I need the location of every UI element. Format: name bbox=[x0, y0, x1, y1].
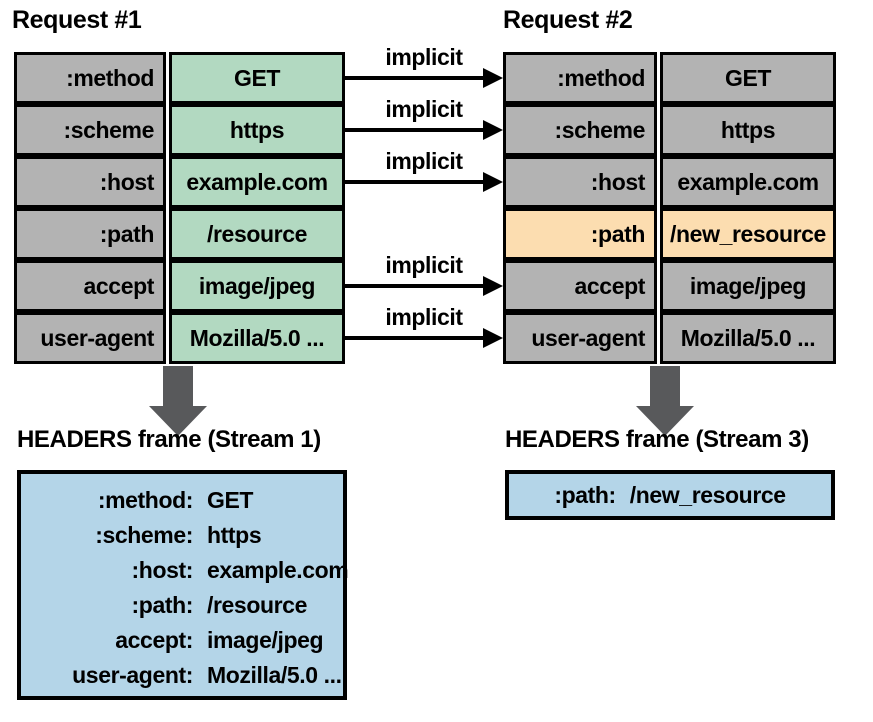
implicit-arrow-label: implicit bbox=[385, 148, 463, 174]
frame-entry-key: :method: bbox=[97, 487, 194, 513]
header-key-cell: :method bbox=[503, 52, 657, 104]
implicit-arrow-label: implicit bbox=[385, 252, 463, 278]
header-value-cell: /resource bbox=[169, 208, 345, 260]
arrow-head-icon bbox=[483, 328, 503, 348]
down-arrow-head-icon bbox=[149, 406, 207, 436]
arrow-line bbox=[345, 180, 485, 184]
frame-entry: :host: example.com bbox=[21, 553, 349, 588]
arrow-head-icon bbox=[483, 172, 503, 192]
implicit-arrow-icon bbox=[345, 328, 503, 348]
frame-entry-value: https bbox=[207, 522, 262, 548]
frame-entry-value: example.com bbox=[207, 557, 349, 583]
header-value-cell: GET bbox=[169, 52, 345, 104]
request1-title: Request #1 bbox=[12, 6, 142, 34]
header-value-cell: /new_resource bbox=[660, 208, 836, 260]
header-key-cell: :scheme bbox=[503, 104, 657, 156]
header-row: :path/new_resource bbox=[503, 208, 836, 260]
frame-entry: :path: /resource bbox=[21, 588, 343, 623]
frame-entry-key: :host: bbox=[131, 557, 194, 583]
implicit-arrow-icon bbox=[345, 120, 503, 140]
arrow-line bbox=[345, 284, 485, 288]
frame-entry: user-agent: Mozilla/5.0 ... bbox=[21, 658, 343, 693]
implicit-arrow-label: implicit bbox=[385, 96, 463, 122]
arrow-head-icon bbox=[483, 120, 503, 140]
header-key-cell: accept bbox=[503, 260, 657, 312]
frame-entry: :path: /new_resource bbox=[554, 481, 786, 509]
stream1-frame-title: HEADERS frame (Stream 1) bbox=[17, 426, 321, 453]
frame-entry-key: :scheme: bbox=[95, 522, 193, 548]
implicit-arrow-label: implicit bbox=[385, 44, 463, 70]
header-value-cell: Mozilla/5.0 ... bbox=[660, 312, 836, 364]
down-arrow-icon bbox=[163, 366, 193, 407]
down-arrow-icon bbox=[650, 366, 680, 407]
frame-entry-value: image/jpeg bbox=[207, 627, 324, 653]
request2-title: Request #2 bbox=[503, 6, 633, 34]
arrow-head-icon bbox=[483, 276, 503, 296]
implicit-arrow-icon bbox=[345, 68, 503, 88]
implicit-arrow-icon bbox=[345, 172, 503, 192]
arrow-head-icon bbox=[483, 68, 503, 88]
header-value-cell: Mozilla/5.0 ... bbox=[169, 312, 345, 364]
header-key-cell: :path bbox=[14, 208, 166, 260]
header-value-cell: https bbox=[169, 104, 345, 156]
header-row: :path/resource bbox=[14, 208, 345, 260]
header-key-cell: :scheme bbox=[14, 104, 166, 156]
frame-entry: accept: image/jpeg bbox=[21, 623, 343, 658]
header-key-cell: :host bbox=[503, 156, 657, 208]
header-key-cell: user-agent bbox=[503, 312, 657, 364]
implicit-arrow-icon bbox=[345, 276, 503, 296]
implicit-arrow-label: implicit bbox=[385, 304, 463, 330]
stream3-frame-title: HEADERS frame (Stream 3) bbox=[505, 426, 809, 453]
frame-entry-key: :path: bbox=[554, 481, 616, 508]
frame-entry-key: accept: bbox=[115, 627, 193, 653]
frame-entry: :scheme: https bbox=[21, 518, 343, 553]
frame-entry-value: Mozilla/5.0 ... bbox=[207, 662, 342, 688]
frame-entry: :method: GET bbox=[21, 483, 343, 518]
frame-entry-value: GET bbox=[207, 487, 254, 513]
frame-entry-key: user-agent: bbox=[72, 662, 193, 688]
down-arrow-head-icon bbox=[636, 406, 694, 436]
frame-entry-key: :path: bbox=[131, 592, 194, 618]
arrow-line bbox=[345, 128, 485, 132]
stream3-frame-box: :path: /new_resource bbox=[505, 470, 835, 520]
header-key-cell: accept bbox=[14, 260, 166, 312]
frame-entry-value: /resource bbox=[207, 592, 307, 618]
header-value-cell: example.com bbox=[169, 156, 345, 208]
stream1-frame-box: :method: GET :scheme: https :host: example.co… bbox=[17, 470, 349, 700]
header-value-cell: GET bbox=[660, 52, 836, 104]
header-key-cell: :host bbox=[14, 156, 166, 208]
header-key-cell: :method bbox=[14, 52, 166, 104]
header-value-cell: image/jpeg bbox=[169, 260, 345, 312]
arrow-line bbox=[345, 76, 485, 80]
header-key-cell: :path bbox=[503, 208, 657, 260]
frame-entry-value: /new_resource bbox=[629, 481, 786, 508]
header-value-cell: example.com bbox=[660, 156, 836, 208]
header-value-cell: image/jpeg bbox=[660, 260, 836, 312]
header-key-cell: user-agent bbox=[14, 312, 166, 364]
header-value-cell: https bbox=[660, 104, 836, 156]
arrow-line bbox=[345, 336, 485, 340]
